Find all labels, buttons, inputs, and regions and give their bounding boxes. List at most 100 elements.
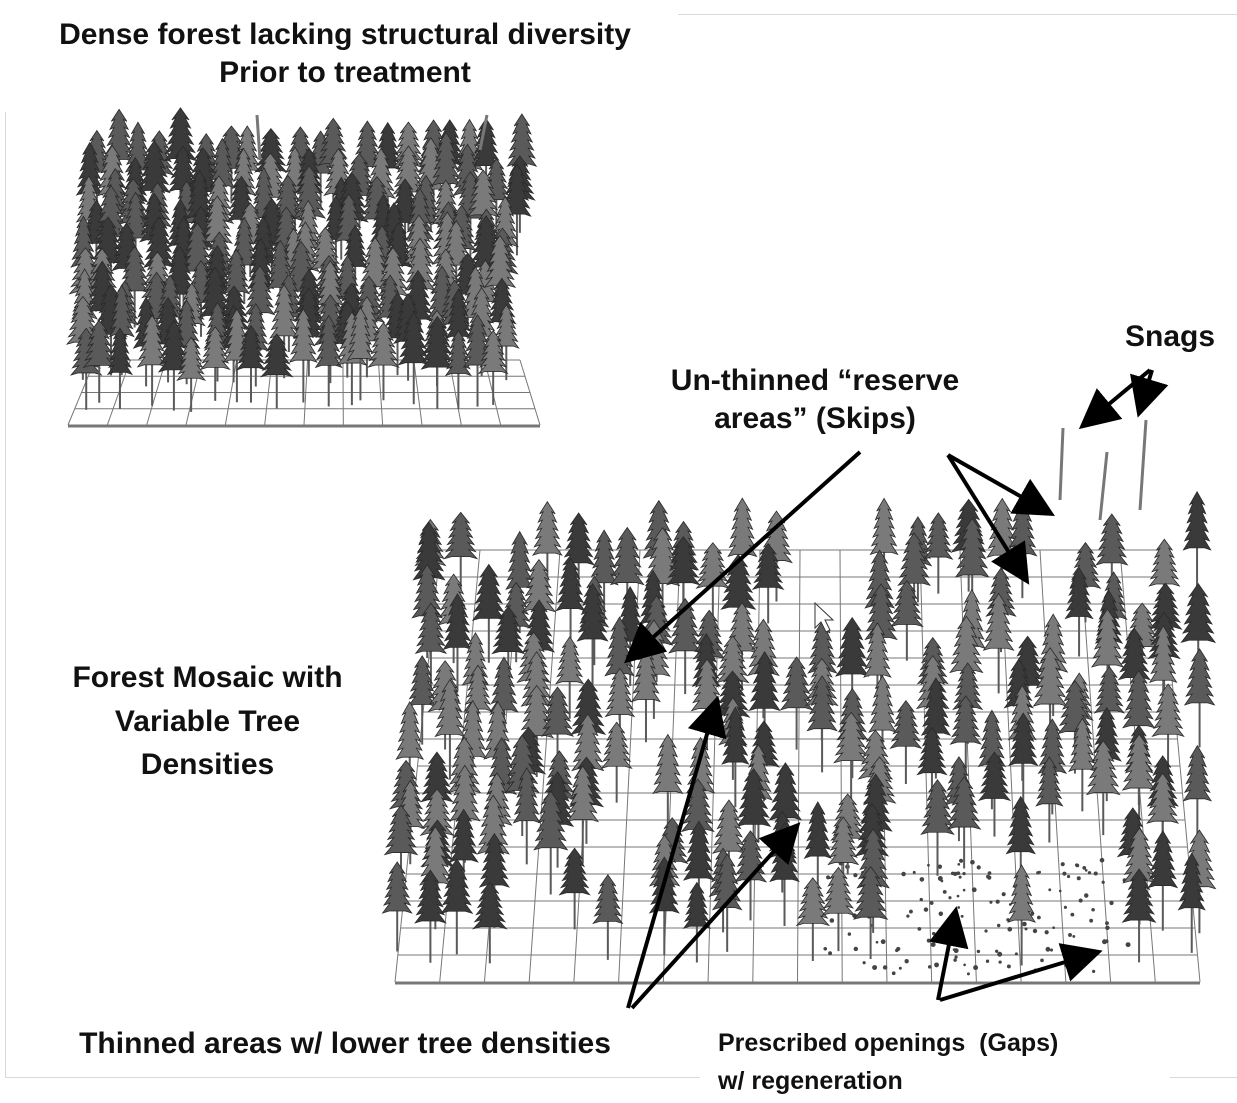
conifer-tree-icon	[668, 597, 703, 654]
conifer-tree-icon	[916, 726, 948, 776]
skips-arrow-right-upper	[947, 453, 1055, 516]
conifer-tree-icon	[1005, 795, 1037, 855]
snag-icon	[255, 114, 1148, 521]
conifer-tree-icon	[889, 580, 924, 628]
conifer-tree-icon	[768, 762, 803, 821]
conifer-tree-icon	[897, 532, 932, 586]
conifer-tree-icon	[540, 686, 575, 737]
snag-arrow-left	[1078, 368, 1152, 430]
frame-left-line	[5, 112, 6, 1077]
snag-arrow-right	[1130, 369, 1169, 418]
conifer-tree-icon	[954, 517, 990, 578]
conifer-tree-icon	[414, 602, 448, 655]
conifer-tree-icon	[199, 326, 231, 371]
conifer-tree-icon	[682, 820, 715, 881]
mosaic-label: Forest Mosaic with Variable Tree Densiti…	[50, 656, 365, 787]
conifer-tree-icon	[472, 881, 508, 930]
conifer-tree-icon	[604, 667, 636, 718]
frame-right-line	[1170, 1077, 1237, 1078]
mosaic-line-1: Forest Mosaic with	[72, 661, 343, 694]
conifer-tree-icon	[869, 497, 899, 556]
conifer-tree-icon	[381, 861, 413, 914]
conifer-tree-icon	[554, 636, 585, 685]
conifer-tree-icon	[977, 751, 1012, 802]
thinned-arrow-right	[630, 822, 801, 1010]
conifer-tree-icon	[631, 646, 661, 703]
conifer-tree-icon	[492, 304, 520, 349]
conifer-tree-icon	[1121, 733, 1157, 791]
conifer-tree-icon	[478, 832, 510, 888]
conifer-tree-icon	[795, 877, 831, 927]
conifer-tree-icon	[359, 236, 392, 290]
thinned-text: Thinned areas w/ lower tree densities	[79, 1027, 611, 1060]
conifer-tree-icon	[1182, 490, 1212, 551]
skips-arrow-right-lower	[946, 453, 1030, 585]
conifer-tree-icon	[946, 776, 982, 830]
conifer-tree-icon	[444, 329, 473, 377]
gaps-label: Prescribed openings (Gaps) w/ regenerati…	[718, 1025, 1138, 1100]
conifer-tree-icon	[505, 530, 535, 590]
conifer-tree-icon	[1147, 830, 1179, 889]
conifer-tree-icon	[682, 881, 712, 930]
mosaic-line-3: Densities	[140, 748, 275, 781]
conifer-tree-icon	[852, 865, 889, 920]
title-line-2: Prior to treatment	[219, 55, 471, 89]
skips-label: Un-thinned “reserve areas” (Skips)	[640, 362, 990, 437]
snags-label: Snags	[1110, 318, 1230, 356]
annotation-arrows	[624, 368, 1169, 1010]
conifer-tree-icon	[383, 804, 419, 856]
conifer-tree-icon	[443, 511, 479, 560]
conifer-tree-icon	[1008, 712, 1039, 767]
conifer-tree-icon	[346, 306, 375, 362]
thinned-arrow-left	[626, 695, 727, 1009]
conifer-tree-icon	[489, 656, 519, 713]
gaps-line-1: Prescribed openings (Gaps)	[718, 1029, 1059, 1057]
conifer-tree-icon	[779, 656, 814, 711]
conifer-tree-icon	[720, 553, 757, 610]
conifer-tree-icon	[1064, 567, 1094, 620]
conifer-tree-icon	[982, 592, 1015, 651]
conifer-tree-icon	[269, 283, 300, 339]
conifer-tree-icon	[735, 768, 772, 828]
skips-arrow-left	[624, 450, 862, 664]
mosaic-stand-trees	[381, 490, 1217, 966]
conifer-tree-icon	[803, 801, 832, 859]
conifer-tree-icon	[471, 563, 506, 621]
conifer-tree-icon	[1090, 608, 1125, 668]
conifer-tree-icon	[314, 314, 343, 369]
conifer-tree-icon	[562, 512, 596, 566]
conifer-tree-icon	[806, 675, 838, 732]
conifer-tree-icon	[727, 497, 758, 558]
conifer-tree-icon	[949, 695, 983, 745]
conifer-tree-icon	[407, 655, 438, 708]
conifer-tree-icon	[592, 874, 624, 925]
conifer-tree-icon	[397, 311, 430, 366]
skips-line-1: Un-thinned “reserve	[670, 364, 960, 397]
conifer-tree-icon	[652, 733, 684, 795]
conifer-tree-icon	[721, 706, 750, 765]
conifer-tree-icon	[751, 542, 785, 591]
thinned-label: Thinned areas w/ lower tree densities	[40, 1025, 650, 1063]
conifer-tree-icon	[1177, 852, 1206, 911]
conifer-tree-icon	[609, 526, 645, 586]
conifer-tree-icon	[1183, 648, 1216, 706]
conifer-tree-icon	[833, 711, 870, 764]
conifer-tree-icon	[448, 808, 479, 863]
gaps-line-2: w/ regeneration	[718, 1066, 903, 1095]
conifer-tree-icon	[1093, 665, 1126, 714]
conifer-tree-icon	[1151, 683, 1185, 737]
conifer-tree-icon	[434, 678, 466, 738]
conifer-tree-icon	[868, 675, 897, 733]
conifer-tree-icon	[502, 163, 532, 217]
conifer-tree-icon	[176, 336, 207, 382]
conifer-tree-icon	[834, 616, 870, 677]
conifer-tree-icon	[711, 799, 746, 854]
conifer-tree-icon	[106, 327, 134, 376]
conifer-tree-icon	[235, 324, 267, 371]
conifer-tree-icon	[1182, 744, 1213, 802]
conifer-tree-icon	[440, 858, 474, 914]
snags-text: Snags	[1124, 320, 1216, 353]
conifer-tree-icon	[118, 245, 151, 294]
conifer-tree-icon	[491, 606, 526, 655]
conifer-tree-icon	[82, 319, 116, 369]
